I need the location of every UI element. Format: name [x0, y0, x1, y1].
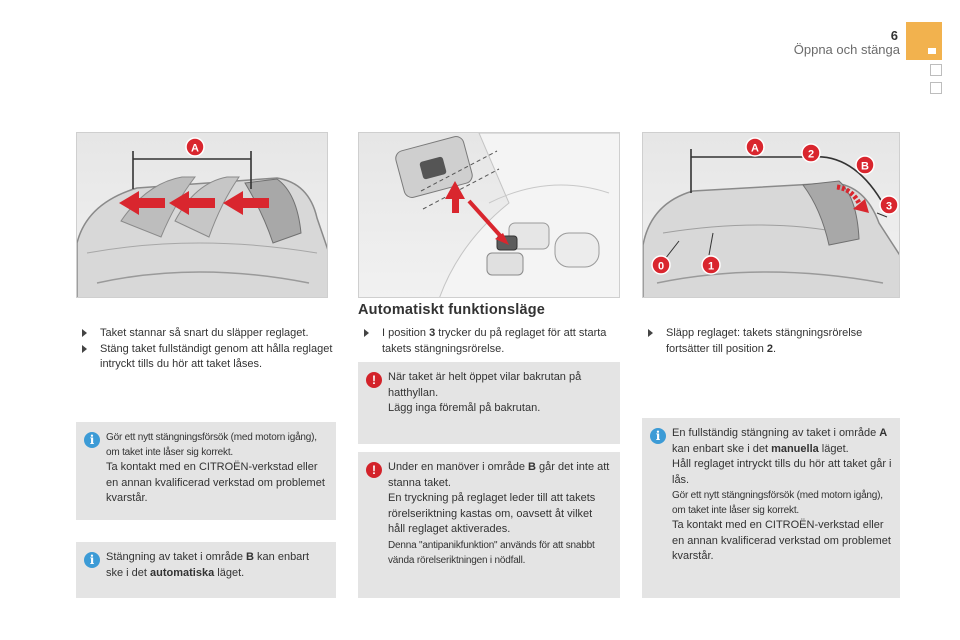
- info-note: Gör ett nytt stängningsförsök (med motor…: [76, 422, 336, 520]
- svg-text:A: A: [191, 143, 199, 155]
- bullet-arrow-icon: [82, 344, 88, 353]
- bullet-arrow-icon: [648, 329, 654, 337]
- bullet-arrow-icon: [364, 329, 370, 337]
- figure-roof-open: A: [76, 132, 328, 298]
- arrow-down-right-icon: [836, 184, 869, 213]
- page-title: Öppna och stänga: [793, 42, 900, 57]
- console-illustration: [395, 133, 619, 297]
- svg-text:B: B: [861, 161, 869, 173]
- chapter-tab-empty[interactable]: [930, 82, 942, 94]
- note-text: Lägg inga föremål på bakrutan.: [388, 402, 541, 414]
- arrow-left-icon: [119, 191, 269, 215]
- note-text: Ta kontakt med en CITROËN-verkstad eller…: [672, 519, 891, 562]
- bullet-list-right: Släpp reglaget: takets stängningsrörelse…: [642, 326, 900, 357]
- info-note: En fullständig stängning av taket i områ…: [642, 418, 900, 598]
- label-2-badge: 2: [801, 143, 821, 163]
- bullet-list-middle: I position 3 trycker du på reglaget för …: [358, 326, 620, 357]
- list-item: Stäng taket fullständigt genom att hålla…: [76, 342, 336, 373]
- note-text: När taket är helt öppet vilar bakrutan p…: [388, 371, 582, 399]
- svg-text:1: 1: [708, 261, 714, 273]
- label-a-badge: A: [745, 137, 765, 157]
- note-text: Under en manöver i område B går det inte…: [388, 461, 610, 489]
- figure-roof-close: A 2 B 3 0 1: [642, 132, 900, 298]
- car-roof-illustration-closing: A 2 B 3 0 1: [643, 137, 899, 297]
- note-text-small: Gör ett nytt stängningsförsök (med motor…: [672, 490, 883, 516]
- section-title: Automatiskt funktionsläge: [358, 302, 546, 318]
- bullet-arrow-icon: [82, 329, 88, 337]
- warning-icon: [366, 462, 382, 478]
- note-text: Håll reglaget intryckt tills du hör att …: [672, 458, 892, 486]
- list-item: Taket stannar så snart du släpper reglag…: [76, 326, 336, 342]
- warning-note: Under en manöver i område B går det inte…: [358, 452, 620, 598]
- note-text-small: Denna "antipanikfunktion" används för at…: [388, 539, 595, 566]
- car-roof-illustration: A: [77, 137, 327, 297]
- list-item: Släpp reglaget: takets stängningsrörelse…: [642, 326, 900, 357]
- svg-text:0: 0: [658, 261, 664, 273]
- chapter-tab[interactable]: [906, 22, 942, 60]
- label-a-badge: A: [185, 137, 205, 157]
- note-text: En fullständig stängning av taket i områ…: [672, 427, 888, 455]
- warning-icon: [366, 372, 382, 388]
- chapter-tab-empty[interactable]: [930, 64, 942, 76]
- info-icon: [84, 552, 100, 568]
- info-icon: [650, 428, 666, 444]
- note-text: Ta kontakt med en CITROËN-verkstad eller…: [106, 461, 325, 504]
- label-1-badge: 1: [701, 255, 721, 275]
- note-text: Stängning av taket i område B kan enbart…: [106, 551, 310, 579]
- label-3-badge: 3: [879, 195, 899, 215]
- svg-text:3: 3: [886, 201, 892, 213]
- info-note: Stängning av taket i område B kan enbart…: [76, 542, 336, 598]
- label-b-badge: B: [855, 155, 875, 175]
- arrow-up-icon: [445, 181, 465, 213]
- figure-roof-control: [358, 132, 620, 298]
- warning-note: När taket är helt öppet vilar bakrutan p…: [358, 362, 620, 444]
- svg-text:2: 2: [808, 149, 814, 161]
- svg-text:A: A: [751, 143, 759, 155]
- note-text-small: Gör ett nytt stängningsförsök (med motor…: [106, 432, 317, 458]
- bullet-list-left: Taket stannar så snart du släpper reglag…: [76, 326, 336, 373]
- note-text: En tryckning på reglaget leder till att …: [388, 492, 596, 535]
- info-icon: [84, 432, 100, 448]
- page-number: 6: [890, 28, 898, 43]
- tab-square-icon: [928, 48, 936, 54]
- list-item: I position 3 trycker du på reglaget för …: [358, 326, 620, 357]
- label-0-badge: 0: [651, 255, 671, 275]
